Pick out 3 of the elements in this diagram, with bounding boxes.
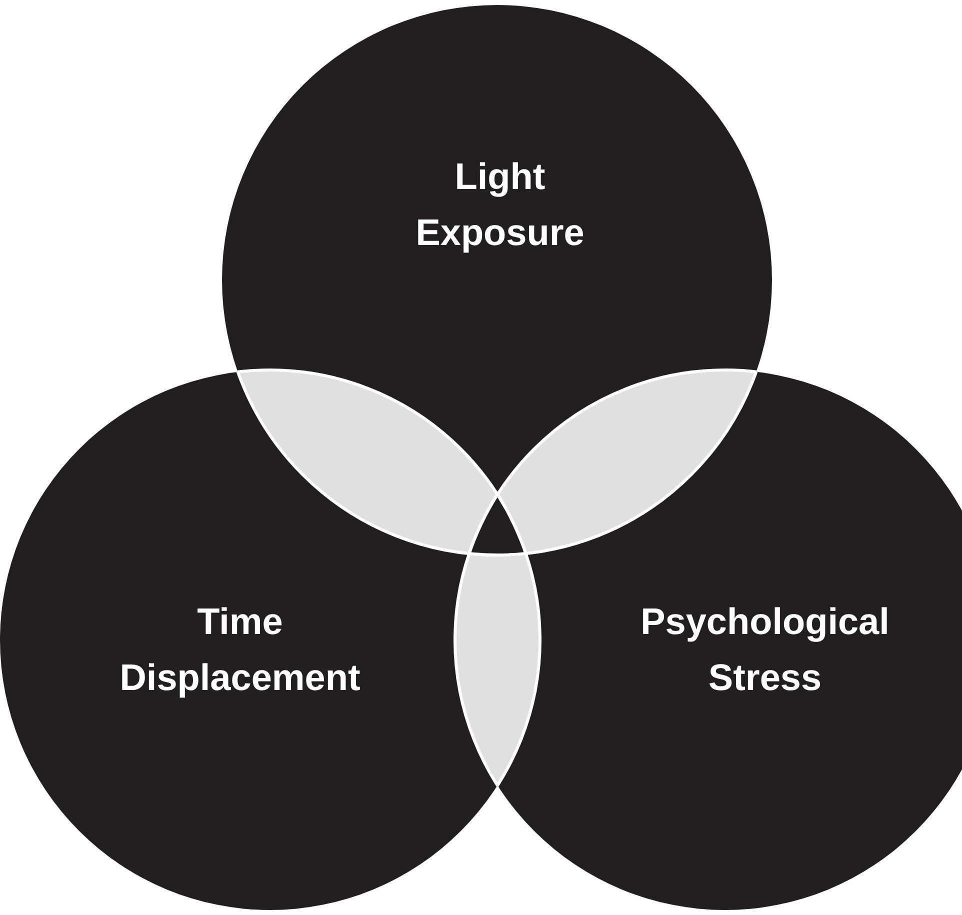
circle-label: Light Exposure (414, 155, 586, 255)
circle-label: Time Displacement (118, 600, 362, 700)
circle-label: Psychological Stress (640, 600, 890, 700)
